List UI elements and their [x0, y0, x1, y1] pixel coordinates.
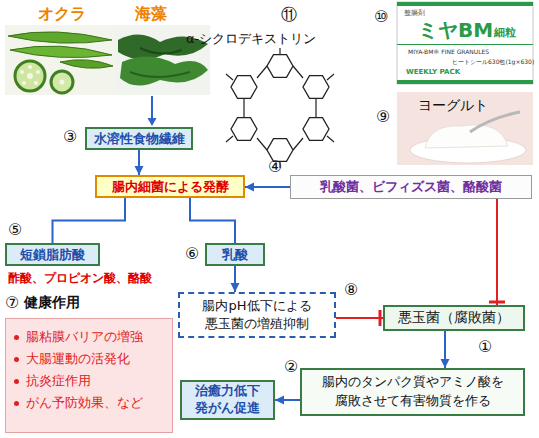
medicine-package-photo	[397, 2, 533, 84]
package-text: WEEKLY PACK	[406, 68, 460, 76]
bullet-row: 大腸運動の活発化	[14, 351, 166, 368]
callout-number: ⑦	[5, 293, 19, 312]
package-text: 整腸剤	[404, 9, 425, 17]
box-text-group: 腸内細菌による発酵	[112, 178, 229, 196]
callout-number: ④	[268, 157, 282, 176]
effect-list-box: 健康作用腸粘膜バリアの増強大腸運動の活発化抗炎症作用がん予防効果、など	[5, 318, 173, 433]
compound-name: α-シクロデキストリン	[186, 31, 316, 47]
callout-number: ②	[284, 357, 298, 376]
arrow-head	[231, 283, 240, 292]
bullet-text: 抗炎症作用	[26, 373, 91, 390]
box-text: 乳酸菌、ビフィズス菌、酪酸菌	[320, 178, 502, 196]
connector-line	[496, 199, 498, 305]
process-box: 腸内のタンパク質やアミノ酸を 腐敗させて有害物質を作る	[300, 368, 525, 416]
box-text-group: 短鎖脂肪酸	[20, 246, 85, 264]
bullet-row: 腸粘膜バリアの増強	[14, 329, 166, 346]
bacteria-box: 悪玉菌（腐敗菌）	[383, 305, 525, 331]
process-box: 水溶性食物繊維	[85, 127, 193, 150]
package-text: 細粒	[494, 26, 516, 39]
box-text: 悪玉菌（腐敗菌）	[398, 309, 510, 327]
flow-arrow	[190, 198, 235, 243]
inhibition-connector	[489, 199, 505, 305]
box-text-group: 乳酸	[222, 246, 248, 264]
bullet-dot	[14, 335, 19, 340]
flow-arrow	[441, 331, 450, 368]
flow-arrow	[53, 198, 126, 243]
package-text: ヒートシール630包(1g×630)	[452, 58, 534, 65]
acid-list: 酢酸、プロピオン酸、酪酸	[8, 271, 152, 285]
inhibit-bar	[379, 310, 382, 326]
effect-box: 腸内pH低下による 悪玉菌の増殖抑制	[178, 292, 336, 338]
connector-line	[190, 198, 235, 243]
package-title: ミヤBM	[418, 18, 493, 42]
flow-arrow	[245, 183, 290, 192]
cyclodextrin-structure	[226, 48, 334, 168]
product-box: 短鎖脂肪酸	[5, 243, 100, 266]
outcome-box: 治癒力低下 発がん促進	[180, 380, 275, 420]
flow-arrow	[275, 396, 300, 405]
connector-line	[336, 317, 383, 319]
box-text: 腸内細菌による発酵	[112, 178, 229, 196]
box-text: 腸内pH低下による 悪玉菌の増殖抑制	[184, 297, 330, 333]
food-label: オクラ	[38, 4, 86, 23]
callout-number: ③	[63, 127, 77, 146]
bullet-text: 大腸運動の活発化	[26, 351, 130, 368]
flow-arrow	[231, 266, 240, 292]
package-text: MIYA-BM® FINE GRANULES	[408, 48, 489, 55]
food-label: 海藻	[135, 4, 167, 23]
arrow-head	[275, 396, 284, 405]
okra-photo	[5, 25, 115, 95]
box-text-group: 腸内のタンパク質やアミノ酸を 腐敗させて有害物質を作る	[306, 373, 519, 411]
arrow-head	[245, 183, 254, 192]
section-heading: 健康作用	[24, 294, 80, 312]
inhibit-bar	[489, 301, 505, 304]
box-text-group: 腸内pH低下による 悪玉菌の増殖抑制	[184, 297, 330, 333]
box-text: 水溶性食物繊維	[94, 130, 185, 148]
box-text-group: 水溶性食物繊維	[94, 130, 185, 148]
callout-number: ①	[478, 337, 492, 356]
bullet-dot	[14, 401, 19, 406]
bullet-row: がん予防効果、など	[14, 395, 166, 412]
arrow-head	[135, 166, 144, 175]
connector-line	[53, 198, 126, 243]
bullet-dot	[14, 379, 19, 384]
bullet-text: がん予防効果、など	[26, 395, 143, 412]
bullet-text: 腸粘膜バリアの増強	[26, 329, 143, 346]
box-text: 腸内のタンパク質やアミノ酸を 腐敗させて有害物質を作る	[306, 373, 519, 411]
box-text: 短鎖脂肪酸	[20, 246, 85, 264]
source-box: 乳酸菌、ビフィズス菌、酪酸菌	[290, 175, 532, 199]
box-text: 治癒力低下 発がん促進	[186, 383, 269, 417]
product-box: 乳酸	[205, 243, 265, 266]
box-text-group: 悪玉菌（腐敗菌）	[398, 309, 510, 327]
arrow-head	[441, 359, 450, 368]
callout-number: ⑧	[344, 280, 358, 299]
bullet-dot	[14, 357, 19, 362]
box-text: 乳酸	[222, 246, 248, 264]
inhibition-connector	[336, 310, 383, 326]
flow-arrow	[135, 150, 144, 175]
callout-number: ⑤	[8, 220, 22, 239]
food-label: ヨーグルト	[418, 97, 488, 114]
callout-number: ⑥	[185, 244, 199, 263]
yogurt-photo	[397, 92, 533, 165]
process-box: 腸内細菌による発酵	[95, 175, 245, 198]
callout-number: ⑨	[376, 107, 390, 126]
callout-number: ⑪	[281, 5, 297, 24]
box-text-group: 乳酸菌、ビフィズス菌、酪酸菌	[320, 178, 502, 196]
source-arrow	[148, 96, 157, 126]
bullet-row: 抗炎症作用	[14, 373, 166, 390]
callout-number: ⑩	[374, 7, 388, 26]
box-text-group: 治癒力低下 発がん促進	[186, 383, 269, 417]
